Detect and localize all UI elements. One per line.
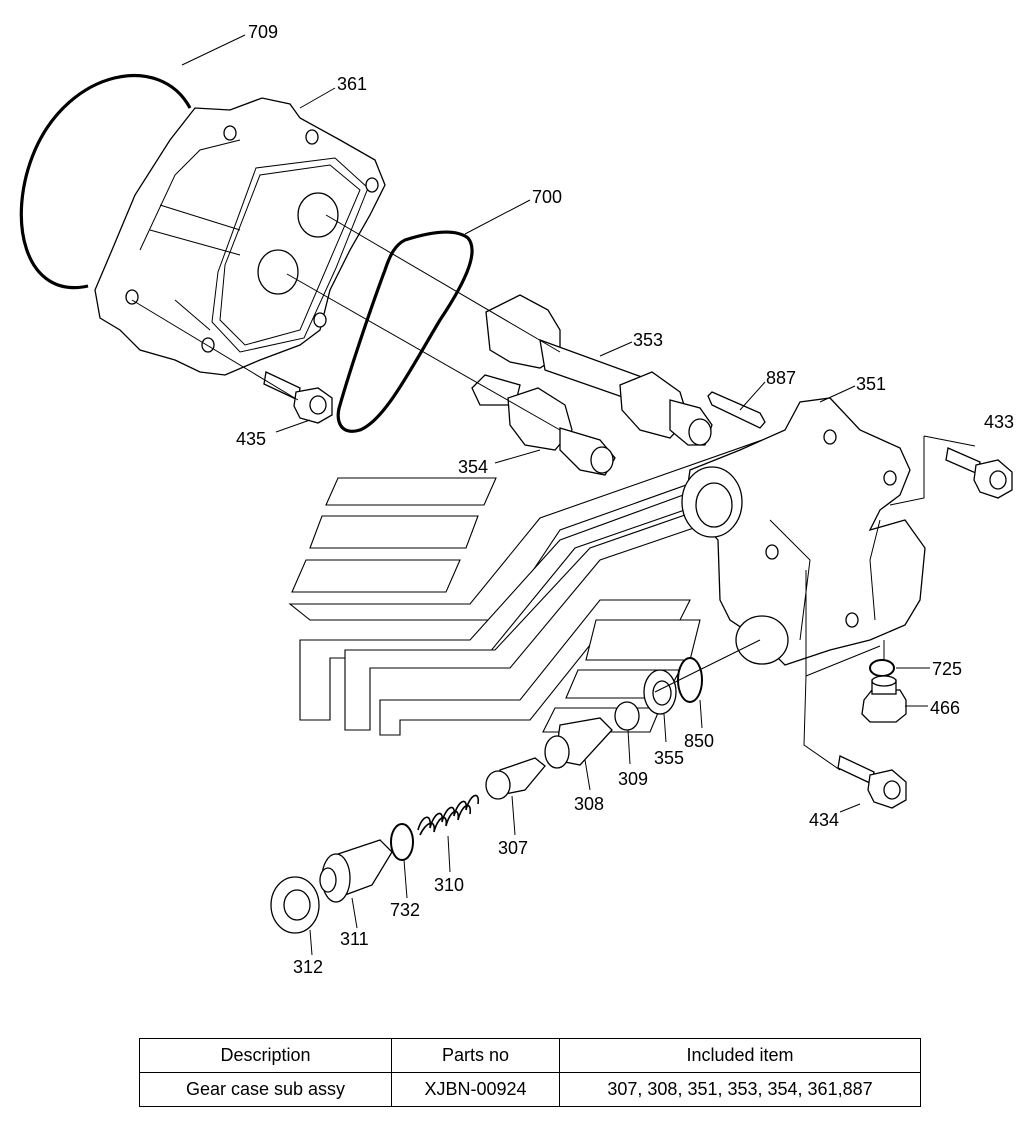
o-ring-732 bbox=[390, 823, 414, 861]
driven-gear-shaft-354 bbox=[471, 374, 616, 476]
spring-310 bbox=[417, 794, 480, 836]
drive-gear-shaft-353 bbox=[485, 294, 713, 446]
label-433: 433 bbox=[984, 412, 1014, 432]
label-312: 312 bbox=[293, 957, 323, 977]
label-355: 355 bbox=[654, 748, 684, 768]
parts-table-container: Description Parts no Included item Gear … bbox=[139, 1038, 921, 1107]
label-310: 310 bbox=[434, 875, 464, 895]
snap-ring-850 bbox=[677, 657, 703, 703]
label-435: 435 bbox=[236, 429, 266, 449]
gear-case-body-351 bbox=[681, 397, 926, 666]
bolt-434 bbox=[837, 755, 907, 809]
cap-312 bbox=[270, 876, 320, 934]
label-466: 466 bbox=[930, 698, 960, 718]
label-434: 434 bbox=[809, 810, 839, 830]
label-732: 732 bbox=[390, 900, 420, 920]
table-header-row: Description Parts no Included item bbox=[139, 1038, 921, 1073]
parts-table: Description Parts no Included item Gear … bbox=[139, 1038, 921, 1107]
plug-466 bbox=[861, 675, 907, 723]
cell-included-item: 307, 308, 351, 353, 354, 361,887 bbox=[559, 1072, 921, 1107]
label-887: 887 bbox=[766, 368, 796, 388]
bolt-433 bbox=[945, 447, 1013, 499]
table-row: Gear case sub assy XJBN-00924 307, 308, … bbox=[139, 1072, 921, 1107]
watermark-logo bbox=[288, 437, 806, 736]
poppet-307 bbox=[485, 757, 546, 800]
bolt-435 bbox=[263, 371, 333, 424]
cell-description: Gear case sub assy bbox=[139, 1072, 392, 1107]
label-700: 700 bbox=[532, 187, 562, 207]
o-ring-725 bbox=[869, 659, 895, 677]
label-850: 850 bbox=[684, 731, 714, 751]
pin-887 bbox=[707, 391, 766, 429]
label-308: 308 bbox=[574, 794, 604, 814]
washer-309 bbox=[614, 701, 640, 731]
label-725: 725 bbox=[932, 659, 962, 679]
label-351: 351 bbox=[856, 374, 886, 394]
part-labels: 709 361 700 353 887 351 433 435 354 725 … bbox=[236, 22, 1014, 977]
header-parts-no: Parts no bbox=[391, 1038, 560, 1073]
cell-parts-no: XJBN-00924 bbox=[391, 1072, 560, 1107]
header-description: Description bbox=[139, 1038, 392, 1073]
leader-lines bbox=[131, 34, 976, 956]
label-361: 361 bbox=[337, 74, 367, 94]
exploded-parts-diagram: 709 361 700 353 887 351 433 435 354 725 … bbox=[19, 22, 1014, 977]
bearing-355 bbox=[643, 669, 677, 715]
label-307: 307 bbox=[498, 838, 528, 858]
label-709: 709 bbox=[248, 22, 278, 42]
o-ring-709 bbox=[19, 73, 192, 290]
label-354: 354 bbox=[458, 457, 488, 477]
piston-308 bbox=[544, 717, 613, 769]
header-included-item: Included item bbox=[559, 1038, 921, 1073]
o-ring-700 bbox=[336, 230, 474, 433]
plug-311 bbox=[319, 839, 393, 903]
label-309: 309 bbox=[618, 769, 648, 789]
label-311: 311 bbox=[340, 929, 369, 949]
gear-case-cover-361 bbox=[94, 97, 386, 376]
label-353: 353 bbox=[633, 330, 663, 350]
